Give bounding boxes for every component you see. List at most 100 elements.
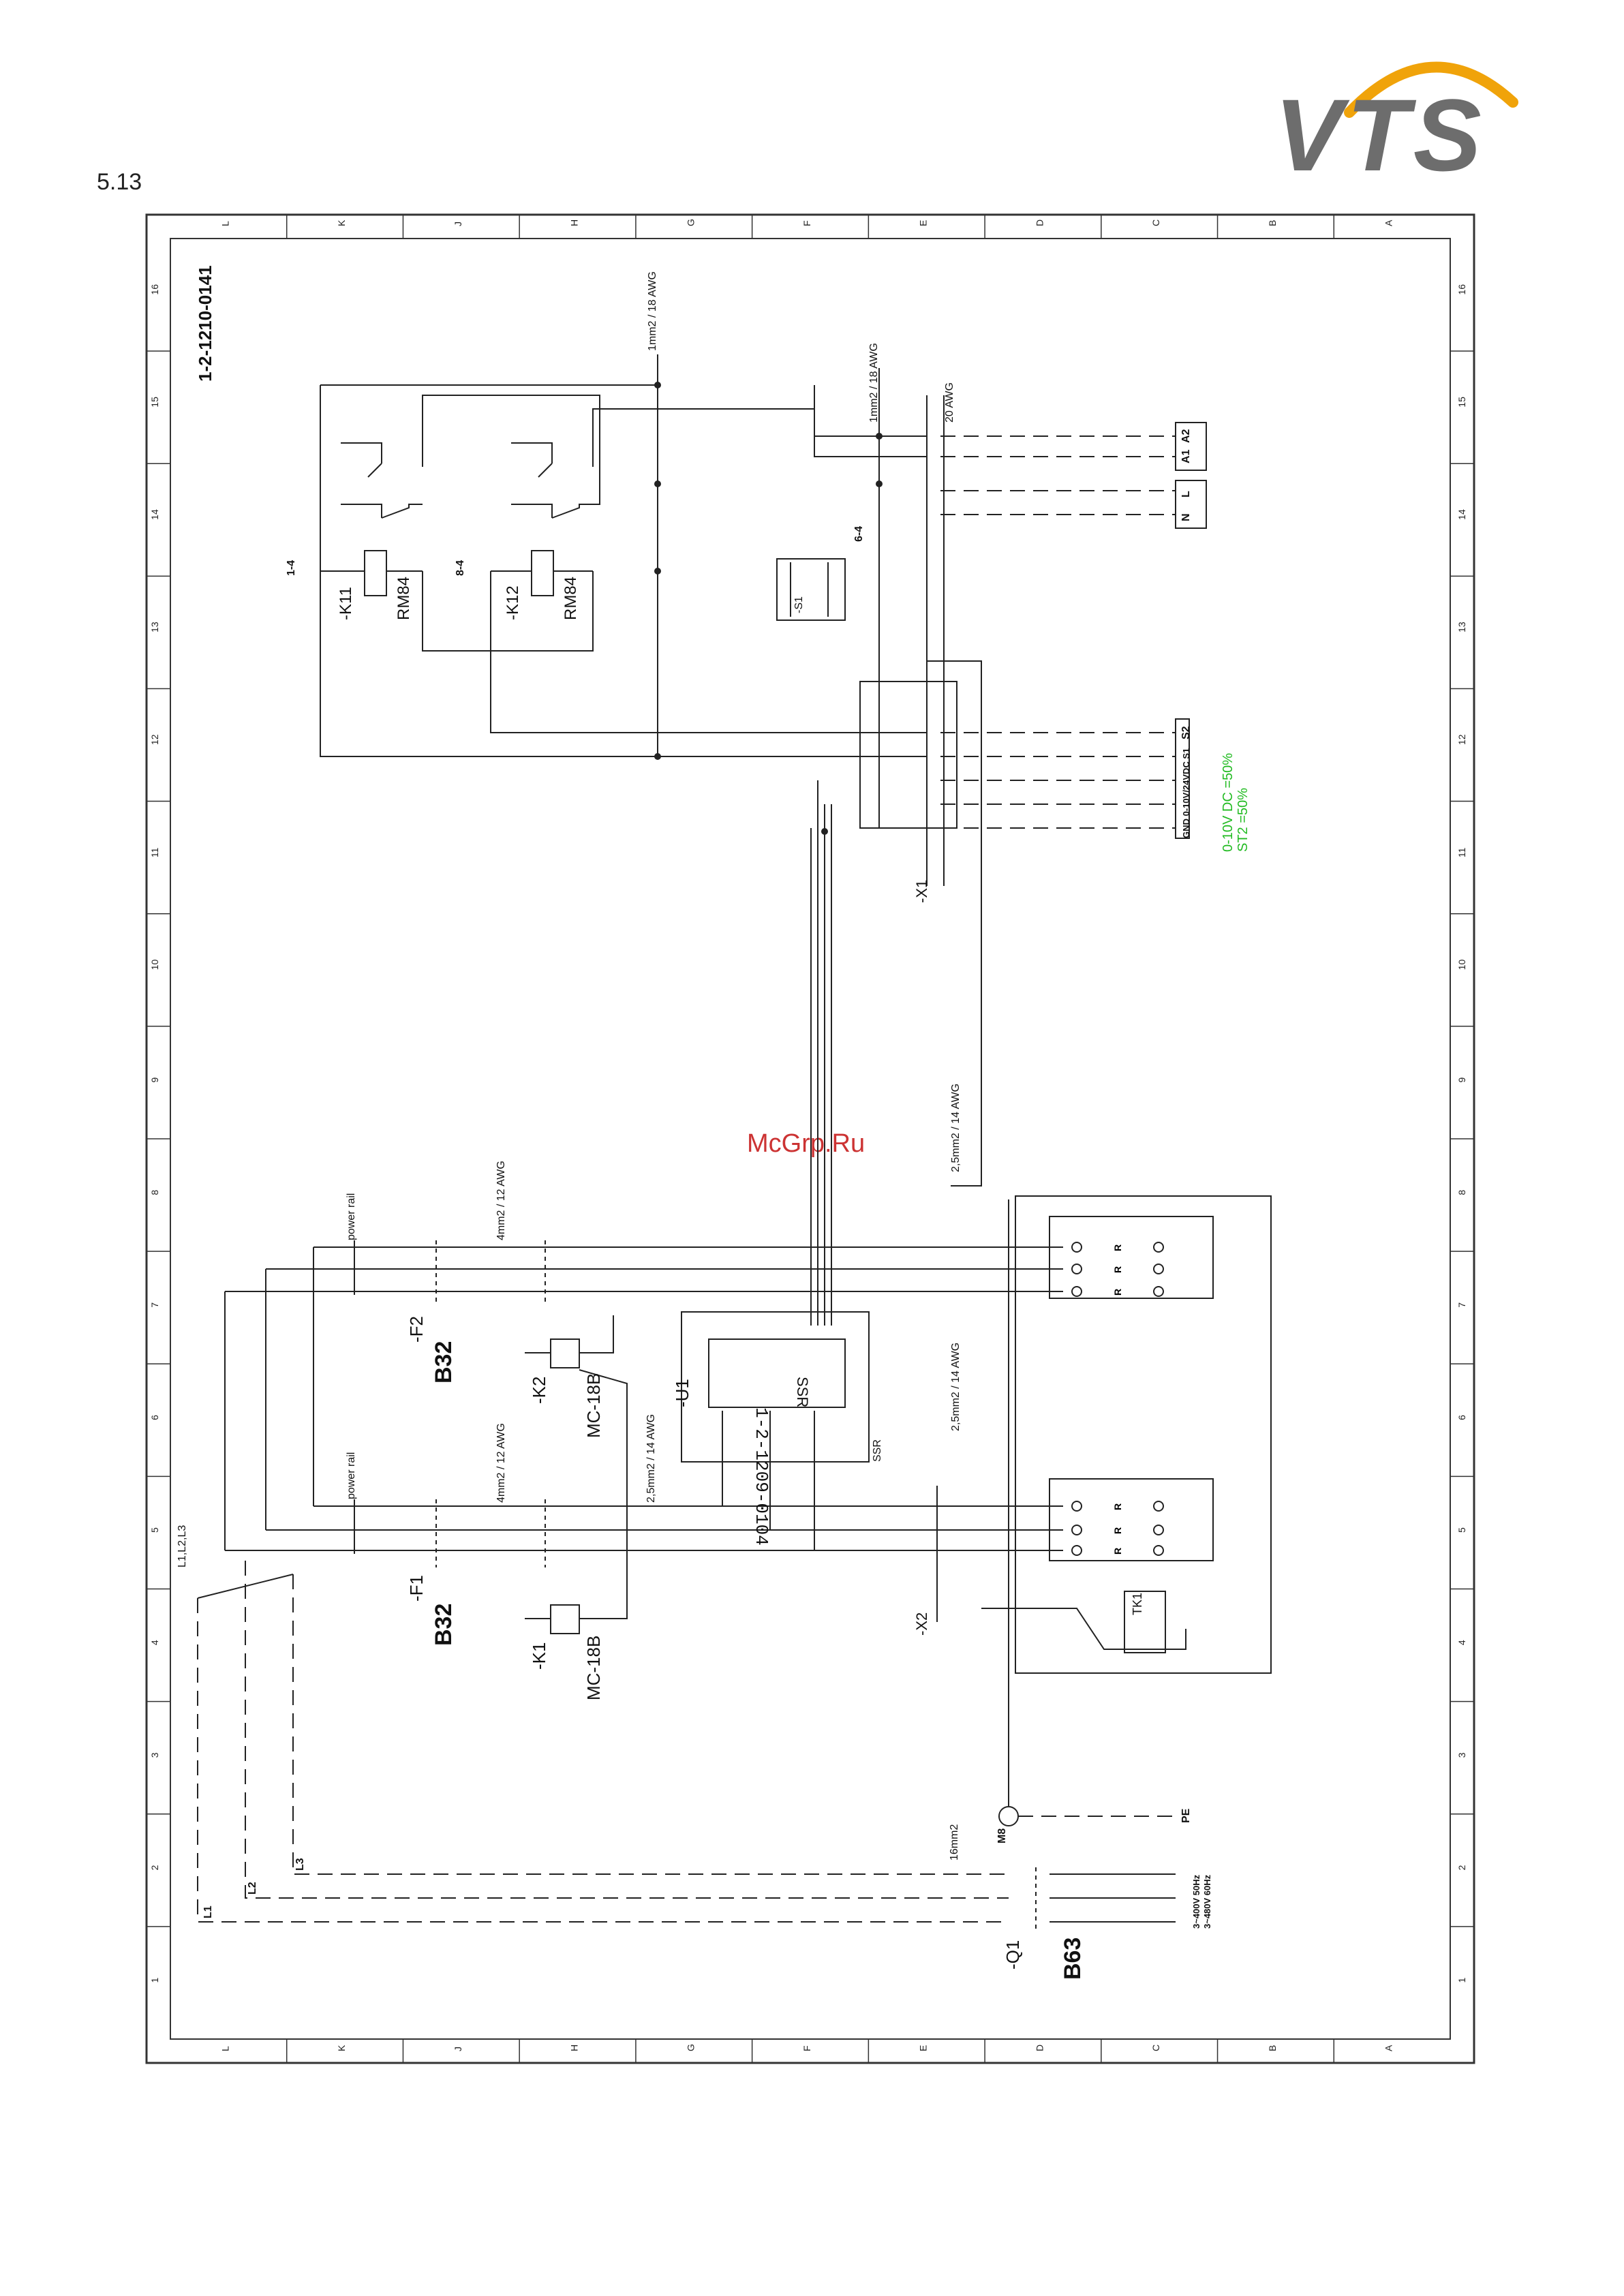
frame-col-number: 12 [1456,734,1467,745]
frame-row-letter: J [453,2047,463,2051]
relay-ref-2: 8-4 [455,560,466,576]
drawing-number: 1-2-1210-0141 [195,265,215,382]
output-l: L [1180,491,1192,498]
contactor-k1-type: MC-18B [583,1636,604,1700]
output-signal: GND 0-10V/24VDC S1 [1181,748,1191,838]
breaker-f2-tag: -F2 [406,1316,427,1343]
heater-bank-top [1049,1216,1214,1299]
switch-s1-box [776,558,846,621]
watermark-text: McGrp.Ru [747,1129,865,1158]
power-rail-label-1: power rail [346,1452,357,1499]
frame-col-number: 8 [149,1190,160,1195]
relay-k12-coil [531,550,554,596]
cable-label-6: 2,5mm2 / 14 AWG [645,1414,657,1503]
logo-text: VTS [1274,78,1486,191]
breaker-q1-rating: B63 [1060,1938,1086,1980]
frame-row-letter: B [1267,220,1278,226]
heater-bank-bottom [1049,1478,1214,1561]
heater-terminal-dot [1071,1525,1082,1535]
power-rail-label-2: power rail [346,1193,357,1240]
supply-l2: L2 [247,1882,258,1895]
output-signal-block [1175,718,1190,839]
terminal-x2-tag: -X2 [913,1612,930,1636]
frame-col-number: 6 [1456,1415,1467,1420]
frame-row-letter: E [918,220,929,226]
frame-col-number: 10 [1456,960,1467,970]
supply-l1: L1 [202,1905,214,1918]
note-line-1: 0-10V DC =50% [1221,753,1236,852]
heater-terminal-dot [1153,1264,1164,1274]
heater-terminal-dot [1153,1501,1164,1512]
output-a1: A1 [1180,449,1192,463]
frame-row-letter: J [453,221,463,226]
breaker-f2-rating: B32 [431,1341,457,1383]
frame-row-letter: A [1383,219,1394,226]
frame-row-letter: E [918,2045,929,2051]
heater-element-mark: R [1112,1527,1123,1534]
frame-col-number: 15 [149,397,160,408]
heater-terminal-dot [1071,1242,1082,1253]
heater-element-mark: R [1112,1503,1123,1510]
relay-k11-type: RM84 [395,577,413,620]
frame-row-letter: D [1034,2045,1045,2051]
heater-terminal-dot [1153,1242,1164,1253]
frame-row-letter: L [219,2046,230,2051]
frame-col-number: 7 [149,1302,160,1308]
frame-col-number: 4 [149,1640,160,1645]
frame-col-number: 1 [149,1977,160,1983]
frame-row-letter: K [336,219,347,226]
frame-col-number: 16 [1456,284,1467,295]
frame-row-letter: F [801,220,812,226]
frame-col-number: 11 [1456,847,1467,857]
supply-m8: M8 [996,1828,1008,1843]
busbar-label: L1,L2,L3 [177,1525,188,1567]
output-a-block [1175,422,1207,471]
contactor-k2-type: MC-18B [583,1373,604,1438]
frame-row-letter: B [1267,2045,1278,2051]
cable-label-7: 4mm2 / 12 AWG [495,1423,507,1503]
supply-spec-1: 3~400V 50Hz [1191,1874,1201,1929]
ssr-type: SSR [872,1439,883,1462]
frame-col-number: 1 [1456,1977,1467,1983]
frame-row-letter: C [1150,219,1161,226]
switch-s1-tag: -S1 [793,596,805,613]
breaker-q1-tag: -Q1 [1002,1940,1023,1970]
heater-terminal-dot [1153,1525,1164,1535]
section-number: 5.13 [97,169,142,195]
note-line-2: ST2 =50% [1236,788,1251,852]
supply-pe: PE [1180,1808,1192,1823]
frame-row-letter: G [685,2044,696,2051]
frame-col-number: 16 [149,284,160,295]
ssr-label: SSR [794,1377,811,1407]
frame-col-number: 7 [1456,1302,1467,1308]
frame-row-letter: A [1383,2045,1394,2051]
ssr-drawing: 1-2-1209-0104 [751,1407,771,1546]
relay-k11-tag: -K11 [337,587,355,620]
frame-row-letter: D [1034,219,1045,226]
relay-k12-type: RM84 [562,577,580,620]
relay-k11-coil [364,550,387,596]
frame-col-number: 13 [1456,622,1467,632]
frame-col-number: 4 [1456,1640,1467,1645]
output-n: N [1180,513,1192,521]
supply-spec-2: 3~480V 60Hz [1202,1874,1212,1929]
cable-label-3: 20 AWG [944,382,955,423]
frame-col-number: 12 [149,734,160,745]
frame-col-number: 9 [1456,1077,1467,1082]
frame-col-number: 10 [149,960,160,970]
heater-element-mark: R [1112,1548,1123,1555]
heater-terminal-dot [1071,1286,1082,1297]
heater-element-mark: R [1112,1266,1123,1273]
frame-col-number: 9 [149,1077,160,1082]
breaker-f1-tag: -F1 [406,1575,427,1602]
breaker-f1-rating: B32 [431,1604,457,1646]
frame-row-letter: H [569,2045,580,2051]
power-section [197,1195,1272,1929]
heater-terminal-dot [1153,1286,1164,1297]
heater-terminal-dot [1071,1501,1082,1512]
relay-ref-1: 1-4 [286,560,297,576]
frame-row-letter: G [685,219,696,226]
terminal-x1-tag: -X1 [913,880,930,903]
cable-label-8: 4mm2 / 12 AWG [495,1161,507,1240]
